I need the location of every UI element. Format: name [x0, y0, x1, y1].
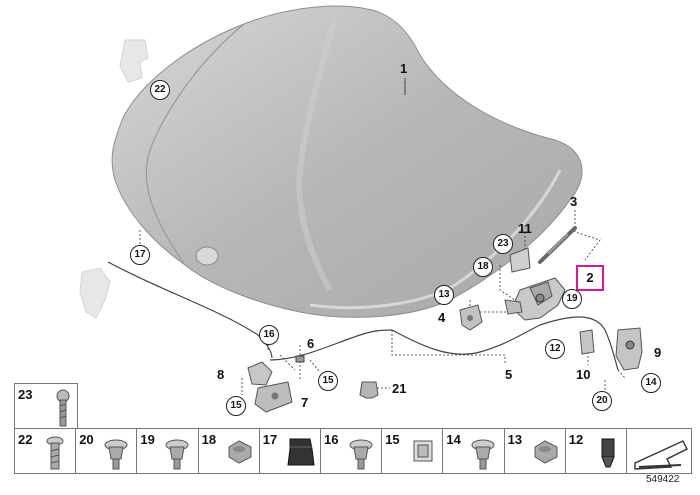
clip-icon — [471, 439, 495, 470]
parts-cell-number: 13 — [507, 432, 523, 447]
direction-arrow-cell — [626, 428, 692, 474]
hood-lock-assembly[interactable] — [504, 277, 566, 321]
parts-cell-18[interactable]: 18 — [197, 428, 260, 474]
parts-cell-12[interactable]: 12 — [564, 428, 627, 474]
callout-13[interactable]: 13 — [434, 285, 454, 305]
callout-11[interactable]: 11 — [518, 221, 532, 236]
parts-cell-number: 14 — [446, 432, 461, 447]
parts-cell-20[interactable]: 20 — [75, 428, 138, 474]
callout-15-right[interactable]: 15 — [318, 371, 338, 391]
callout-3[interactable]: 3 — [570, 194, 578, 209]
parts-cell-15[interactable]: 15 — [381, 428, 444, 474]
nut-icon — [287, 438, 315, 466]
callout-17[interactable]: 17 — [130, 245, 150, 265]
callout-5[interactable]: 5 — [505, 367, 513, 382]
parts-cell-number: 12 — [568, 432, 584, 447]
parts-cell-14[interactable]: 14 — [442, 428, 505, 474]
parts-cell-number: 22 — [18, 432, 33, 447]
callout-15-left[interactable]: 15 — [226, 396, 246, 416]
parts-cell-number: 15 — [385, 432, 400, 447]
parts-cell-17[interactable]: 17 — [258, 428, 321, 474]
callout-1[interactable]: 1 — [400, 61, 408, 76]
rubber-buffer-icon — [349, 439, 373, 470]
parts-cell-16[interactable]: 16 — [320, 428, 383, 474]
release-handle-part[interactable] — [247, 361, 293, 413]
bracket-part-4[interactable] — [459, 304, 483, 331]
nut-icon — [165, 439, 189, 470]
callout-12[interactable]: 12 — [545, 339, 565, 359]
callout-23[interactable]: 23 — [493, 234, 513, 254]
callout-18[interactable]: 18 — [473, 257, 493, 277]
callout-20[interactable]: 20 — [592, 391, 612, 411]
callout-16[interactable]: 16 — [259, 325, 279, 345]
callout-14[interactable]: 14 — [641, 373, 661, 393]
callout-22[interactable]: 22 — [150, 80, 170, 100]
parts-cell-number: 23 — [18, 387, 33, 402]
callout-8[interactable]: 8 — [217, 367, 225, 382]
buffer-part-10[interactable] — [579, 329, 595, 355]
hinge-ghost-left — [79, 267, 111, 319]
callout-21[interactable]: 21 — [392, 381, 407, 396]
callout-6[interactable]: 6 — [307, 336, 315, 351]
screw-icon — [56, 389, 70, 427]
callout-10[interactable]: 10 — [576, 367, 591, 382]
parts-cell-23[interactable]: 23 — [14, 383, 78, 429]
clip-nut-icon — [228, 440, 252, 464]
parts-cell-22[interactable]: 22 — [14, 428, 77, 474]
bolt-icon — [601, 438, 615, 468]
gas-strut[interactable] — [538, 226, 577, 264]
grommet-part-21[interactable] — [359, 381, 379, 399]
hood-part[interactable] — [111, 5, 583, 318]
callout-7[interactable]: 7 — [301, 395, 309, 410]
latch-part-9[interactable] — [615, 327, 643, 371]
screw-icon — [104, 439, 128, 470]
parts-cell-number: 16 — [324, 432, 339, 447]
nut-icon — [413, 440, 433, 462]
parts-cell-number: 20 — [79, 432, 94, 447]
diagram-number: 549422 — [646, 474, 680, 485]
callout-2-highlighted[interactable]: 2 — [576, 265, 604, 291]
hinge-ghost-top — [119, 39, 149, 83]
callout-4[interactable]: 4 — [438, 310, 446, 325]
callout-19[interactable]: 19 — [562, 289, 582, 309]
arrow-icon — [634, 440, 688, 470]
parts-cell-13[interactable]: 13 — [503, 428, 566, 474]
release-cable — [107, 261, 619, 371]
bracket-part-11[interactable] — [509, 247, 531, 273]
cable-clip-part-6[interactable] — [295, 355, 305, 363]
parts-cell-number: 17 — [262, 432, 278, 447]
parts-cell-number: 18 — [201, 432, 217, 447]
callout-9[interactable]: 9 — [654, 345, 662, 360]
parts-cell-number: 19 — [140, 432, 155, 447]
screw-icon — [46, 436, 64, 470]
screw-icon — [534, 440, 558, 464]
parts-cell-19[interactable]: 19 — [136, 428, 199, 474]
